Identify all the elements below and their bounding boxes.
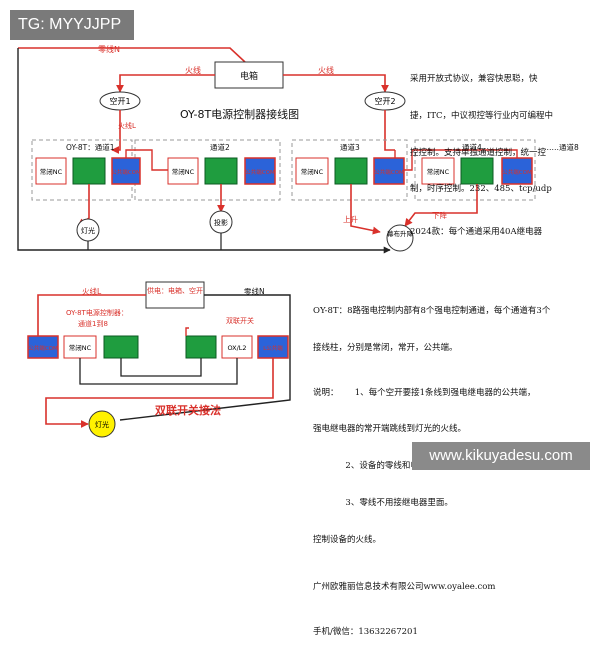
channel-8-label: ……通道8: [544, 142, 579, 152]
tag-label: TG: MYYJJPP: [10, 10, 134, 40]
d2-com-terminal: [27, 335, 59, 359]
notes-line-2: 接线柱，分别是常闭，常开，公共端。: [313, 342, 458, 353]
watermark: www.kikuyadesu.com: [412, 442, 590, 470]
protocol-line-1: 采用开放式协议，兼容快思聪，快: [410, 73, 538, 84]
model-2024-line: 2024款：每个通道采用40A继电器: [410, 227, 543, 238]
diagram1-title: OY-8T电源控制器接线图: [180, 107, 299, 121]
channel-4-group: [414, 139, 536, 201]
notes-line-6: 3、零线不用接继电器里面。: [313, 498, 453, 509]
channel-2-label: 通道2: [210, 142, 230, 152]
ch1-no-terminal: [72, 157, 106, 185]
ch3-to-curtain: [350, 184, 381, 235]
ch4-com-terminal: [501, 157, 533, 185]
ch2-com-terminal: [244, 157, 276, 185]
up-label: 上升: [343, 215, 358, 224]
no-to-l1: [120, 358, 202, 377]
switch-l2-label: OX/L2: [227, 344, 246, 352]
protocol-line-4: 制，时序控制。232、485、tcp/udp: [410, 184, 552, 195]
phone-line: 手机/微信：13632267201: [313, 627, 418, 638]
protocol-line-2: 捷，ITC，中议视控等行业内可编程中: [410, 110, 554, 121]
live-wire-l-label: 火线L: [118, 121, 136, 130]
switch-to-lamp: [45, 358, 274, 428]
notes-line-4: 强电继电器的常开端跳线到灯光的火线。: [313, 424, 467, 435]
d2-neutral-wire-label: 零线N: [244, 286, 265, 296]
d2-com-label: 公共端COM: [28, 344, 58, 352]
breaker-1-label: 空开1: [109, 96, 130, 106]
curtain-load: [386, 224, 414, 252]
down-label: 下降: [432, 210, 447, 220]
ch4-no-terminal: [460, 157, 494, 185]
ch3-ch4-jumper: [404, 149, 518, 171]
neutral-wire: [18, 47, 246, 63]
notes-line-7: 控制设备的火线。: [313, 535, 382, 546]
neutral-return-wire: [17, 48, 391, 254]
protocol-description: 采用开放式协议，兼容快思聪，快 捷，ITC，中议视控等行业内可编程中 控控制。支…: [410, 48, 553, 251]
ch2-no-terminal: [204, 157, 238, 185]
breaker-2-label: 空开2: [374, 96, 395, 106]
neutral-wire-label: 零线N: [98, 44, 120, 54]
ch3-com-label: 公共端COM: [374, 168, 404, 176]
breaker1-to-ch1: [111, 110, 121, 154]
ch3-nc-terminal: [295, 157, 329, 185]
diagram2-title: 双联开关接法: [155, 403, 221, 417]
ch4-nc-label: 常闭NC: [427, 167, 450, 176]
ch2-nc-label: 常闭NC: [172, 167, 195, 176]
ch1-ch2-jumper: [125, 149, 168, 171]
electric-box-label: 电箱: [240, 70, 258, 82]
d2-lamp-label: 灯光: [95, 420, 109, 429]
d2-lamp: [88, 410, 116, 438]
curtain-load-label: 幕布升降: [387, 229, 414, 238]
nc-to-l2: [79, 358, 238, 385]
ch4-to-curtain: [404, 184, 478, 227]
channel-3-label: 通道3: [340, 142, 360, 152]
switch-l1-terminal: [185, 335, 217, 359]
switch-l-label: L公共端: [263, 344, 283, 352]
live-wire-label-right: 火线: [318, 65, 334, 75]
ch1-com-label: 公共端COM: [111, 168, 141, 176]
company-line: 广州欧雅丽信息技术有限公司www.oyalee.com: [313, 582, 496, 593]
d2-nc-label: 常闭NC: [69, 343, 92, 352]
live-wire-right: [283, 74, 389, 93]
notes-line-1: OY-8T：8路强电控制内部有8个强电控制通道，每个通道有3个: [313, 305, 551, 316]
power-supply-box: [145, 281, 205, 309]
ch1-nc-terminal: [35, 157, 67, 185]
channel-4-label: 通道4: [462, 142, 482, 152]
ch3-no-terminal: [334, 157, 368, 185]
ch2-nc-terminal: [167, 157, 199, 185]
protocol-line-3: 控控制。支持单独通道控制，统一控: [410, 147, 547, 158]
live-wire-label-left: 火线: [185, 65, 201, 75]
ch3-nc-label: 常闭NC: [301, 167, 324, 176]
wiring-diagram: 零线N 电箱 火线 火线 空开1 空开2 OY-8T电源控制器接线图 火线L O…: [17, 44, 579, 438]
lamp-load-label: 灯光: [81, 226, 95, 235]
ch4-nc-terminal: [421, 157, 455, 185]
notes-line-3: 说明： 1、每个空开要接1条线到强电继电器的公共端，: [313, 387, 536, 398]
ch2-com-label: 公共端COM: [245, 168, 275, 176]
power-supply-label: 供电：电箱、空开: [147, 286, 203, 295]
switch-jumper: [185, 327, 189, 336]
channel-1-label: OY-8T：通道1: [66, 142, 115, 152]
controller-channel-label: 通道1到8: [78, 319, 108, 328]
d2-no-terminal: [103, 335, 139, 359]
live-wire-left: [116, 74, 215, 93]
channel-3-group: [291, 139, 408, 201]
breaker2-to-ch3: [384, 110, 395, 151]
d2-live-wire-label: 火线L: [82, 286, 102, 296]
switch-label: 双联开关: [226, 316, 254, 325]
ch4-com-label: 公共端COM: [502, 168, 532, 176]
ch1-nc-label: 常闭NC: [40, 167, 63, 176]
controller-label: OY-8T电源控制器：: [66, 308, 128, 317]
d2-live-wire: [37, 294, 146, 340]
ch3-com-terminal: [373, 157, 405, 185]
d2-neutral-wire: [119, 294, 291, 421]
projector-load-label: 投影: [214, 218, 228, 227]
